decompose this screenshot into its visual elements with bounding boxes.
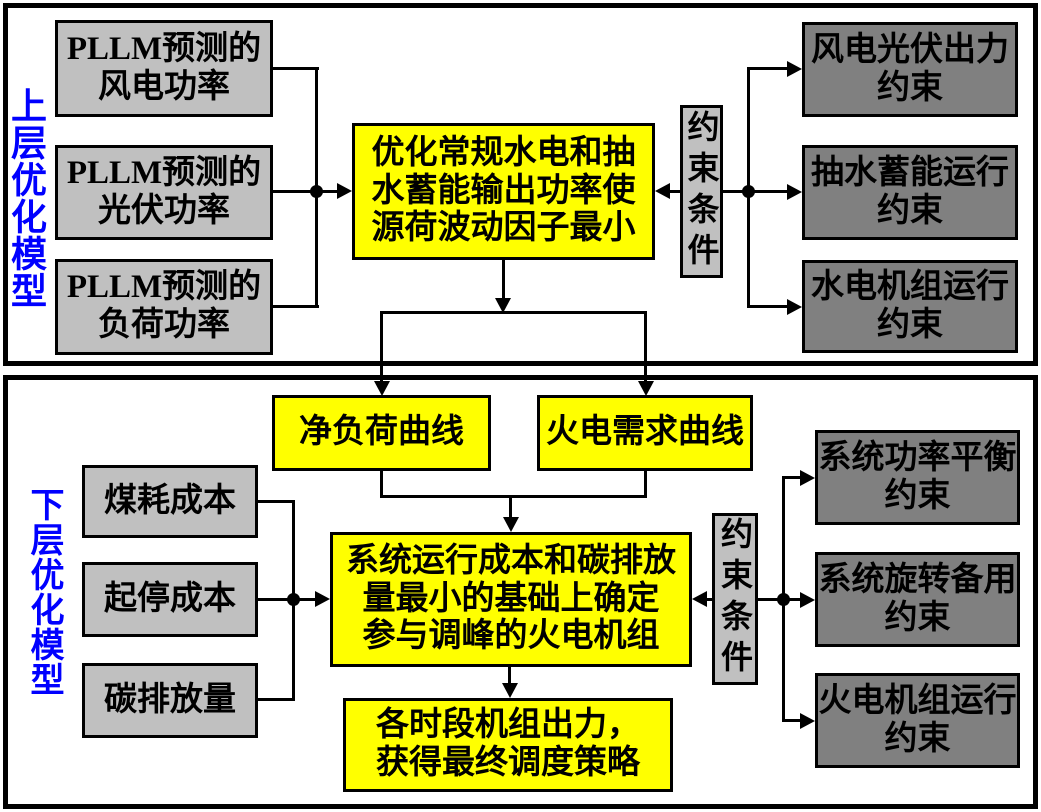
connector-line [723,190,749,193]
connector-line [749,305,789,308]
connector-line [273,305,319,308]
constraint-box-power-balance: 系统功率平衡 约束 [815,430,1020,525]
connector-line [509,498,512,518]
lower-panel-label: 下层优化模型 [25,487,62,697]
connector-line [502,260,505,299]
lower-objective-box: 系统运行成本和碳排放 量最小的基础上确定 参与调峰的火电机组 [330,532,692,667]
input-box-pv-power: PLLM预测的 光伏功率 [55,145,273,240]
connector-line [380,471,383,498]
arrow-head [800,470,815,486]
input-box-wind-power: PLLM预测的 风电功率 [55,20,273,117]
input-box-load-power: PLLM预测的 负荷功率 [55,259,273,355]
arrow-head [787,299,802,315]
arrow-head [315,591,330,607]
cost-box-carbon: 碳排放量 [82,663,258,738]
junction-dot [777,593,790,606]
constraint-box-wind-pv-output: 风电光伏出力 约束 [802,22,1018,117]
connector-line [508,667,511,684]
arrow-head [787,184,802,200]
connector-line [644,471,647,498]
cost-box-startstop: 起停成本 [82,562,258,637]
arrow-head [503,517,519,532]
connector-line [784,476,802,479]
connector-line [784,598,802,601]
lower-constraint-gate-box: 约束条件 [712,513,758,685]
thermal-demand-curve-box: 火电需求曲线 [537,395,753,471]
connector-line [258,500,295,503]
arrow-head [638,381,654,396]
junction-dot [310,185,323,198]
arrow-head [495,298,511,313]
arrow-head [374,381,390,396]
upper-panel-label: 上层优化模型 [6,87,46,309]
cost-box-coal: 煤耗成本 [82,465,258,538]
result-box: 各时段机组出力， 获得最终调度策略 [343,698,673,792]
arrow-head [502,683,518,698]
constraint-box-thermal-unit: 火电机组运行 约束 [815,673,1020,768]
connector-line [749,67,789,70]
connector-line [258,698,295,701]
junction-dot [742,185,755,198]
upper-constraint-gate-box: 约束条件 [680,105,723,278]
upper-objective-box: 优化常规水电和抽 水蓄能输出功率使 源荷波动因子最小 [352,123,655,260]
arrow-head [337,183,352,199]
connector-line [705,598,712,601]
net-load-curve-box: 净负荷曲线 [272,395,491,471]
connector-line [758,598,785,601]
connector-line [644,313,647,382]
connector-line [380,313,383,382]
arrow-head [655,183,670,199]
constraint-box-hydro-unit: 水电机组运行 约束 [802,260,1018,353]
connector-line [273,190,339,193]
connector-line [380,495,647,498]
connector-line [784,719,802,722]
constraint-box-spinning-reserve: 系统旋转备用 约束 [815,552,1020,647]
connector-line [668,190,680,193]
arrow-head [787,61,802,77]
junction-dot [287,593,300,606]
connector-line [273,67,319,70]
arrow-head [800,713,815,729]
arrow-head [692,591,707,607]
constraint-box-pumped-storage: 抽水蓄能运行 约束 [802,145,1018,240]
connector-line [749,190,789,193]
connector-line [380,311,647,314]
arrow-head [800,592,815,608]
